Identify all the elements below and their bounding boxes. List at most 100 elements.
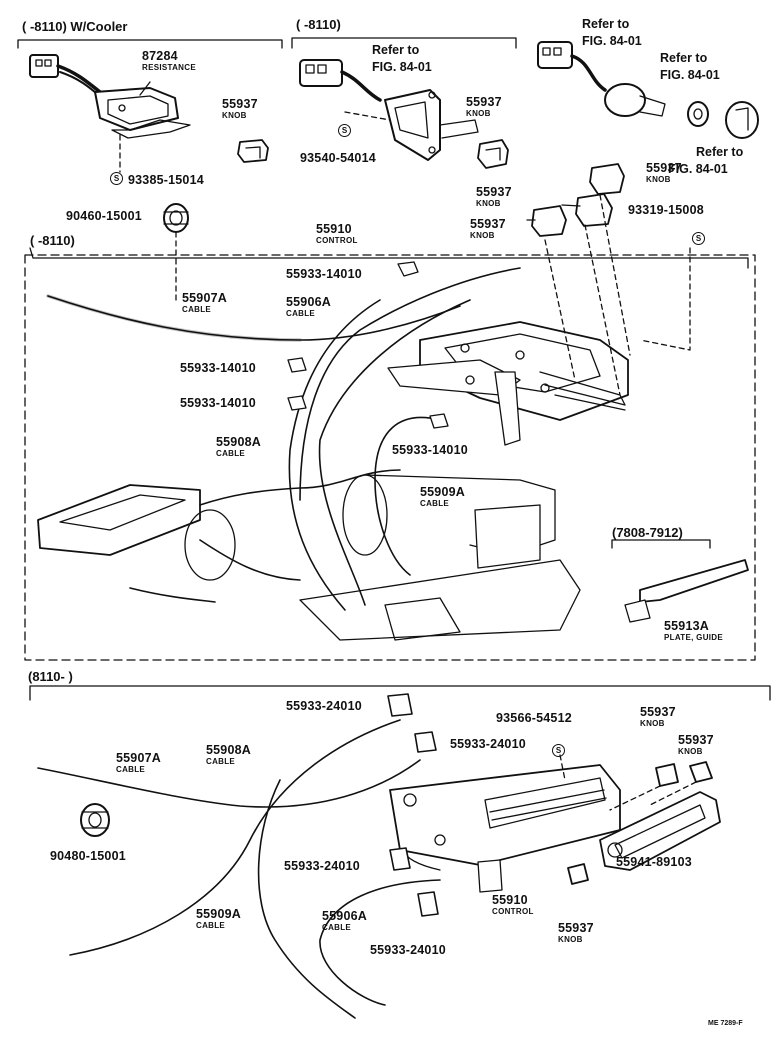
leader-knob-stack	[561, 204, 581, 207]
middle-dashed-frame	[24, 254, 756, 661]
cable-a-name-lower: CABLE	[116, 765, 146, 774]
clamps-middle	[287, 261, 449, 429]
knob-name-1: KNOB	[222, 111, 247, 120]
cable-c-name-lower: CABLE	[206, 757, 236, 766]
leader-knob-lines	[544, 194, 631, 396]
clamp-2-number-c: 55933-24010	[284, 859, 360, 873]
fan-switch-assembly	[299, 59, 479, 161]
cable-a-number: 55907A	[182, 291, 227, 305]
bracket-top-left	[17, 39, 283, 49]
knob-number-3: 55937	[646, 161, 682, 175]
leader-screw3	[639, 247, 691, 351]
knob-top-left	[237, 139, 269, 163]
control-number-1: 55910	[316, 222, 352, 236]
fig-ref-2: FIG. 84-01	[582, 34, 642, 48]
cable-d-name: CABLE	[420, 499, 450, 508]
bracket-top-mid	[291, 37, 517, 49]
clamp-2-number-d: 55933-24010	[370, 943, 446, 957]
section-top-mid-label: ( -8110)	[296, 17, 341, 32]
heater-unit	[37, 469, 581, 641]
clamp-2-number-a: 55933-24010	[286, 699, 362, 713]
screw-2-number: 93540-54014	[300, 151, 376, 165]
screw-1-number: 93385-15014	[128, 173, 204, 187]
knob-number-8: 55937	[558, 921, 594, 935]
figure-code: ME 7289-F	[708, 1020, 743, 1027]
control-name-2: CONTROL	[492, 907, 534, 916]
s-mark-4: S	[552, 744, 565, 757]
resistance-number: 87284	[142, 49, 178, 63]
control-name-1: CONTROL	[316, 236, 358, 245]
knob-number-5: 55937	[470, 217, 506, 231]
plate-number: 55913A	[664, 619, 709, 633]
cable-b-number: 55906A	[286, 295, 331, 309]
knobs-lower	[567, 761, 713, 885]
control-assembly	[387, 321, 629, 446]
knob-number-4: 55937	[476, 185, 512, 199]
knob-name-3: KNOB	[646, 175, 671, 184]
cable-a-name: CABLE	[182, 305, 212, 314]
cable-c-name: CABLE	[216, 449, 246, 458]
grommet-lower	[80, 803, 110, 837]
resistance-name: RESISTANCE	[142, 63, 196, 72]
knob-number-2: 55937	[466, 95, 502, 109]
cable-a-number-lower: 55907A	[116, 751, 161, 765]
refer-to-4: Refer to	[696, 145, 744, 159]
clamps-lower	[387, 693, 439, 917]
clamp-1-number-b: 55933-14010	[180, 361, 256, 375]
control-panel	[599, 791, 721, 871]
fig-ref-3: FIG. 84-01	[660, 68, 720, 82]
knob-name-6: KNOB	[640, 719, 665, 728]
fig-ref-1: FIG. 84-01	[372, 60, 432, 74]
middle-cables	[46, 267, 521, 611]
leader-resistance	[139, 81, 151, 96]
refer-to-3: Refer to	[660, 51, 708, 65]
knob-name-8: KNOB	[558, 935, 583, 944]
s-mark-2: S	[338, 124, 351, 137]
leader-screw4	[559, 754, 566, 781]
screw-3-number: 93319-15008	[628, 203, 704, 217]
leader-knobs-lower	[609, 781, 697, 811]
cable-b-number-lower: 55906A	[322, 909, 367, 923]
knob-name-4: KNOB	[476, 199, 501, 208]
lower-cables	[37, 719, 441, 1019]
blower-switch-assembly	[537, 41, 759, 139]
cable-c-number: 55908A	[216, 435, 261, 449]
s-mark-3: S	[692, 232, 705, 245]
cable-d-name-lower: CABLE	[196, 921, 226, 930]
clamp-1-number-d: 55933-14010	[392, 443, 468, 457]
section-guide-label: (7808-7912)	[612, 525, 683, 540]
clamp-1-number-a: 55933-14010	[286, 267, 362, 281]
screw-4-number: 93566-54512	[496, 711, 572, 725]
cable-b-name: CABLE	[286, 309, 316, 318]
panel-number: 55941-89103	[616, 855, 692, 869]
grommet-b-number: 90460-15001	[66, 209, 142, 223]
knob-number-1: 55937	[222, 97, 258, 111]
refer-to-2: Refer to	[582, 17, 630, 31]
knob-name-5: KNOB	[470, 231, 495, 240]
knob-name-2: KNOB	[466, 109, 491, 118]
cable-b-name-lower: CABLE	[322, 923, 352, 932]
plate-guide	[624, 559, 749, 623]
cable-c-number-lower: 55908A	[206, 743, 251, 757]
section-middle-label: ( -8110)	[30, 233, 75, 248]
clamp-2-number-b: 55933-24010	[450, 737, 526, 751]
section-lower-label: (8110- )	[28, 669, 73, 684]
grommet-top	[163, 203, 189, 233]
grommet-number: 90480-15001	[50, 849, 126, 863]
fig-ref-4: FIG. 84-01	[668, 162, 728, 176]
section-top-left-label: ( -8110) W/Cooler	[22, 19, 128, 34]
cable-d-number: 55909A	[420, 485, 465, 499]
refer-to-1: Refer to	[372, 43, 420, 57]
cable-d-number-lower: 55909A	[196, 907, 241, 921]
knob-name-7: KNOB	[678, 747, 703, 756]
lower-bracket	[29, 685, 771, 701]
s-mark-1: S	[110, 172, 123, 185]
knob-top-mid	[477, 139, 509, 169]
plate-name: PLATE, GUIDE	[664, 633, 724, 642]
middle-bracket	[29, 247, 749, 269]
knob-right-stack	[531, 163, 625, 237]
clamp-1-number-c: 55933-14010	[180, 396, 256, 410]
knob-number-7: 55937	[678, 733, 714, 747]
resistance-assembly	[29, 54, 191, 139]
